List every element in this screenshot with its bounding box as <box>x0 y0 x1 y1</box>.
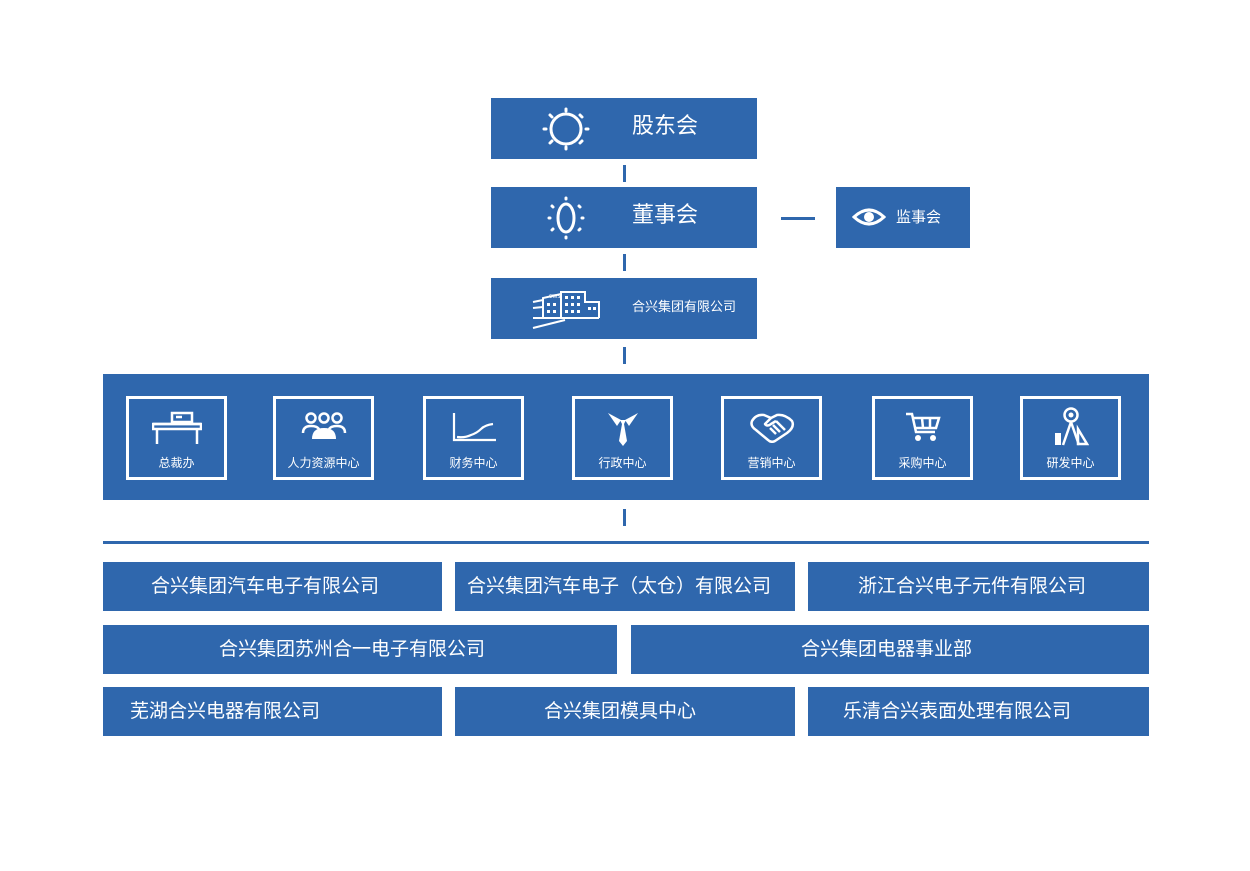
line-chart-icon <box>452 413 496 442</box>
dept-president-office: 总裁办 <box>126 396 227 480</box>
connector-line <box>623 347 626 364</box>
supervisors-label: 监事会 <box>896 208 942 226</box>
dept-label: 研发中心 <box>1046 456 1095 470</box>
connector-line <box>623 165 626 182</box>
subsidiary-box: 乐清合兴表面处理有限公司 <box>808 687 1149 736</box>
subsidiary-label: 芜湖合兴电器有限公司 <box>130 700 321 722</box>
subsidiary-label: 合兴集团汽车电子有限公司 <box>151 575 380 597</box>
group-company-box: CWS 合兴集团有限公司 <box>491 278 757 339</box>
board-box: 董事会 <box>491 187 757 248</box>
handshake-icon <box>749 413 794 443</box>
rd-tools-icon <box>1054 407 1089 446</box>
subsidiary-box: 合兴集团电器事业部 <box>631 625 1149 674</box>
dept-label: 财务中心 <box>449 456 498 470</box>
desk-icon <box>151 411 202 444</box>
subsidiary-box: 浙江合兴电子元件有限公司 <box>808 562 1149 611</box>
subsidiary-box: 芜湖合兴电器有限公司 <box>103 687 442 736</box>
dept-admin-center: 行政中心 <box>572 396 673 480</box>
shareholders-label: 股东会 <box>632 114 699 139</box>
subsidiary-label: 浙江合兴电子元件有限公司 <box>858 575 1087 597</box>
cart-icon <box>905 412 941 441</box>
connector-line <box>781 217 815 220</box>
tie-icon <box>607 413 638 446</box>
subsidiary-label: 合兴集团电器事业部 <box>801 638 973 660</box>
eye-icon <box>852 208 886 226</box>
dept-label: 采购中心 <box>898 456 947 470</box>
subsidiary-box: 合兴集团汽车电子有限公司 <box>103 562 442 611</box>
people-icon <box>301 412 346 439</box>
shareholders-box: 股东会 <box>491 98 757 159</box>
subsidiary-label: 合兴集团苏州合一电子有限公司 <box>219 638 486 660</box>
dept-finance-center: 财务中心 <box>423 396 524 480</box>
building-sign: CWS <box>549 294 561 300</box>
building-icon: CWS <box>532 291 600 329</box>
group-company-label: 合兴集团有限公司 <box>632 300 737 315</box>
dept-hr-center: 人力资源中心 <box>273 396 374 480</box>
subsidiary-box: 合兴集团模具中心 <box>455 687 795 736</box>
dept-label: 人力资源中心 <box>287 456 360 470</box>
supervisors-box: 监事会 <box>836 187 970 248</box>
subsidiary-label: 合兴集团汽车电子（太仓）有限公司 <box>467 575 772 597</box>
dept-label: 行政中心 <box>598 456 647 470</box>
subsidiary-box: 合兴集团汽车电子（太仓）有限公司 <box>455 562 795 611</box>
sun-ring-icon <box>542 107 590 151</box>
subsidiary-label: 乐清合兴表面处理有限公司 <box>843 700 1072 722</box>
oval-ring-icon <box>547 196 585 240</box>
dept-rd-center: 研发中心 <box>1020 396 1121 480</box>
connector-line <box>623 509 626 526</box>
connector-line <box>623 254 626 271</box>
dept-label: 营销中心 <box>747 456 796 470</box>
subsidiary-label: 合兴集团模具中心 <box>544 700 697 722</box>
dept-label: 总裁办 <box>158 456 195 470</box>
dept-marketing-center: 营销中心 <box>721 396 822 480</box>
dept-purchasing-center: 采购中心 <box>872 396 973 480</box>
subsidiary-box: 合兴集团苏州合一电子有限公司 <box>103 625 617 674</box>
subsidiaries-divider <box>103 541 1149 544</box>
board-label: 董事会 <box>632 203 699 228</box>
